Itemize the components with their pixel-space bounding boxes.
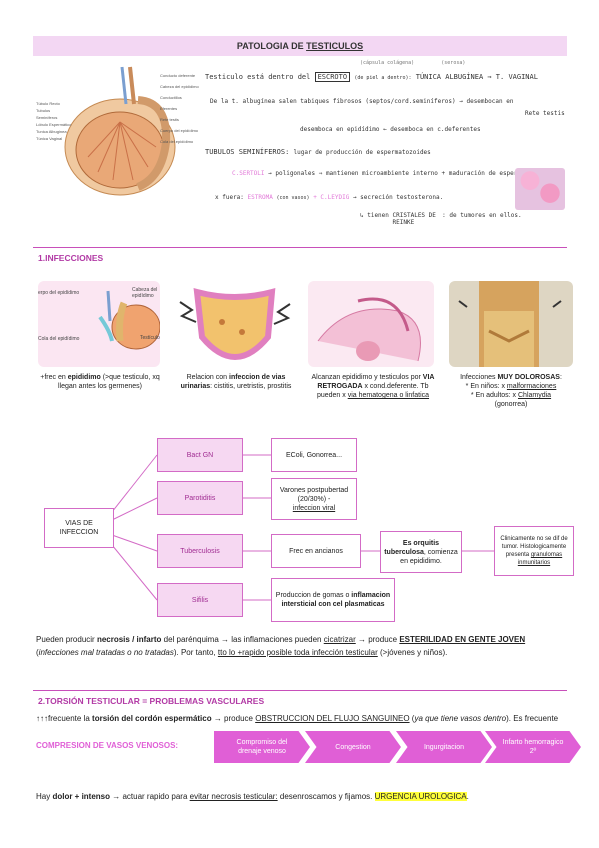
- tree-detail-parotiditis: Varones postpubertad (20/30%) -infeccion…: [271, 478, 357, 520]
- flow-step-3: Ingurgitacion: [396, 731, 492, 763]
- page-title: PATOLOGIA DE TESTICULOS: [33, 36, 567, 56]
- page-title-main: TESTICULOS: [306, 41, 364, 51]
- tree-root: VIAS DE INFECCION: [44, 508, 114, 548]
- caption-urinary: Relacion con infeccion de vias urinarias…: [180, 374, 292, 390]
- tree-branch-bact-gn: Bact GN: [157, 438, 243, 472]
- tree-branch-parotiditis: Parotiditis: [157, 481, 243, 515]
- note-line-7: ↳ tienen CRISTALES DE REINKE : de tumore…: [360, 212, 522, 226]
- section2-heading: 2.TORSIÓN TESTICULAR = PROBLEMAS VASCULA…: [38, 696, 265, 706]
- tree-branch-tuberculosis: Tuberculosis: [157, 534, 243, 568]
- note-line-4: TUBULOS SEMINÍFEROS: lugar de producción…: [205, 148, 431, 156]
- epididymis-image: [38, 281, 160, 367]
- caption-epididymis: +frec en epididimo (>que testiculo, xq l…: [40, 374, 160, 390]
- section1-paragraph: Pueden producir necrosis / infarto del p…: [36, 635, 526, 657]
- flow-step-4: Infarto hemorragico 2º: [485, 731, 581, 763]
- note-line-6: x fuera: ESTROMA (con vasos) + C.LEYDIG …: [215, 194, 444, 201]
- section1-heading: 1.INFECCIONES: [38, 253, 104, 263]
- tree-detail-tuberculosis-histology: Clinicamente no se dif de tumor. Histolo…: [494, 526, 574, 576]
- note-line-1: Testiculo está dentro del ESCROTO (de pi…: [205, 72, 538, 82]
- section2-conclusion: Hay dolor + intenso → actuar rapido para…: [36, 792, 469, 801]
- tree-detail-tuberculosis: Frec en ancianos: [271, 534, 361, 568]
- reproductive-tract-image: [308, 281, 434, 367]
- section2-paragraph: ↑↑↑frecuente la torsión del cordón esper…: [36, 714, 559, 723]
- caption-painful: Infecciones MUY DOLOROSAS: * En niños: x…: [460, 374, 562, 408]
- note-line-3: desemboca en epidídimo ← desemboca en c.…: [300, 126, 481, 133]
- divider: [33, 690, 567, 691]
- note-line-5: C.SERTOLI → poligonales ⇒ mantienen micr…: [232, 170, 525, 177]
- anatomy-labels-left: Túbulo Recto Tubulos Seminíferos Lóbulo …: [36, 101, 72, 141]
- histology-image: [515, 168, 565, 210]
- groin-pain-image: [449, 281, 573, 367]
- caption-retrograde: Alcanzan epididimo y testiculos por VIA …: [311, 374, 435, 399]
- flow-step-2: Congestion: [305, 731, 401, 763]
- tree-branch-sifilis: Sifilis: [157, 583, 243, 617]
- tree-detail-tuberculosis-orquitis: Es orquitis tuberculosa, comienza en epi…: [380, 531, 462, 573]
- tree-detail-sifilis: Produccion de gomas o inflamacion inters…: [271, 578, 395, 622]
- bladder-image: [172, 282, 298, 368]
- note-line-2: De la t. albugínea salen tabiques fibros…: [210, 98, 514, 105]
- tree-detail-bact-gn: EColi, Gonorrea...: [271, 438, 357, 472]
- flow-step-1: Compromiso del drenaje venoso: [214, 731, 310, 763]
- divider: [33, 247, 567, 248]
- testis-anatomy-illustration: [38, 62, 203, 202]
- anatomy-labels-right: Conducto deferente Cabeza del epidídimo …: [160, 73, 199, 144]
- compresion-label: COMPRESION DE VASOS VENOSOS:: [36, 741, 179, 750]
